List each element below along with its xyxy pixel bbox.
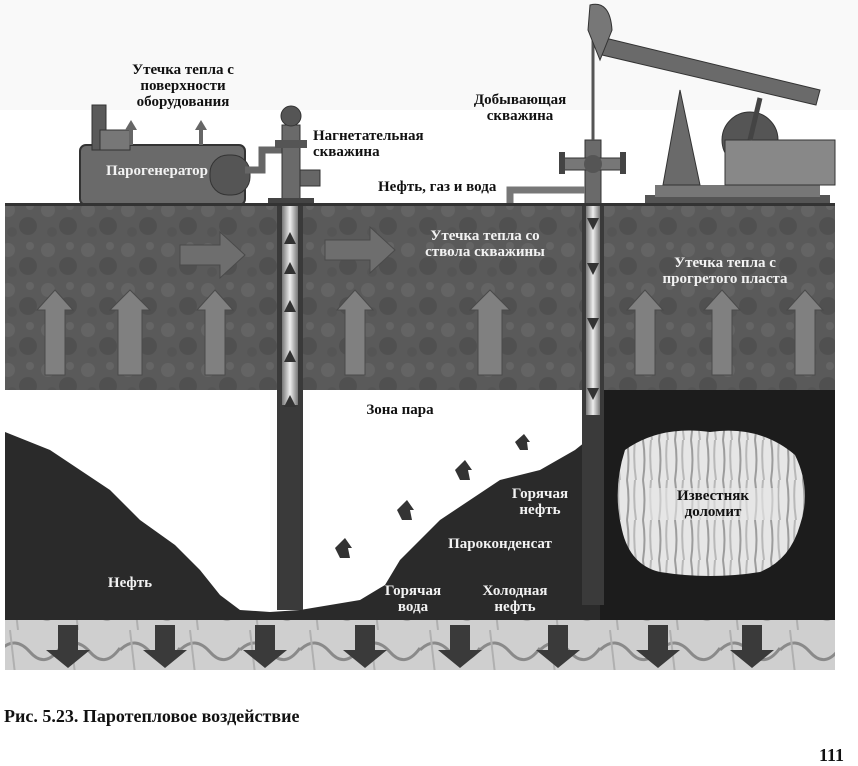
steam-zone-label: Зона пара [366,402,434,418]
production-well [582,205,604,605]
steam-generator-icon [79,104,251,206]
oil-label: Нефть [107,575,153,591]
steam-generator-label: Парогенератор [105,163,209,179]
injection-well [277,205,303,610]
cold-oil-label: Холодная нефть [482,583,548,615]
oil-gas-water-label: Нефть, газ и вода [378,179,497,195]
production-well-label: Добывающая скважина [473,92,567,124]
steam-condensate-label: Пароконденсат [448,536,552,552]
injection-well-label: Нагнетательная скважина [313,128,424,160]
page-number: 111 [818,745,844,765]
cap-rock-layer [5,205,835,390]
bedrock-layer [5,620,835,670]
heat-arrow-icon [35,289,825,376]
formation-heat-loss-label: Утечка тепла с прогретого пласта [662,255,788,287]
steam-injection-diagram: Утечка тепла с поверхности оборудования … [5,3,836,670]
pump-jack-icon [587,3,836,205]
figure-caption: Рис. 5.23. Паротепловое воздействие [4,706,300,726]
flow-arrow-icon [179,225,396,280]
diagram-artwork [5,3,836,670]
limestone-dolomite-label: Известняк доломит [648,488,778,520]
surface-heat-loss-label: Утечка тепла с поверхности оборудования [132,62,234,110]
wellbore-heat-loss-label: Утечка тепла со ствола скважины [425,228,545,260]
hot-oil-label: Горячая нефть [511,486,569,518]
flow-arrow-icon [335,434,530,558]
hot-water-label: Горячая вода [384,583,442,615]
wellhead-icon [506,5,626,206]
heat-arrow-icon [46,625,774,668]
